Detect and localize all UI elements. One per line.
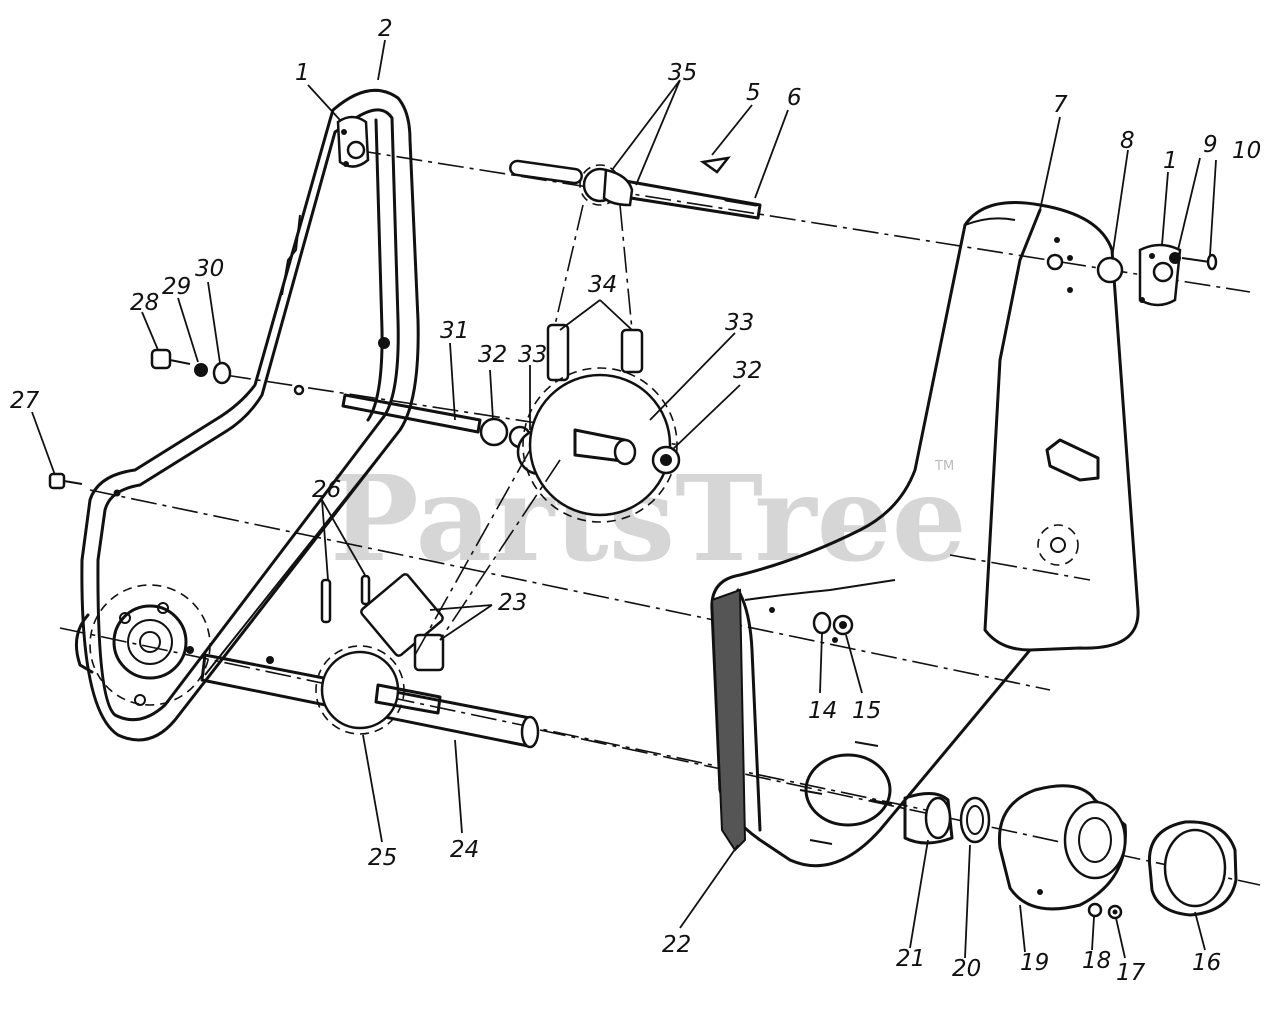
callout-27: 27 [10, 388, 40, 414]
left-housing [74, 88, 420, 742]
lower-drive [320, 449, 561, 672]
callout-14: 14 [808, 698, 837, 724]
callout-labels: 1 2 35 5 6 7 8 1 9 10 34 33 31 32 33 32 … [10, 16, 1261, 986]
callout-18: 18 [1082, 948, 1111, 974]
callout-34: 34 [588, 272, 617, 298]
upper-shaft-assembly [509, 156, 762, 220]
right-housing [710, 201, 1140, 895]
callout-33-large: 33 [725, 310, 754, 336]
callout-29: 29 [162, 274, 191, 300]
callout-21: 21 [896, 946, 925, 972]
callout-28: 28 [130, 290, 159, 316]
callout-15: 15 [852, 698, 881, 724]
left-fasteners [48, 348, 232, 490]
callout-19: 19 [1020, 950, 1049, 976]
leader-lines [31, 39, 1217, 959]
gasket [710, 588, 747, 852]
callout-1-right: 1 [1163, 148, 1178, 174]
callout-23: 23 [498, 590, 527, 616]
callout-25: 25 [368, 845, 397, 871]
callout-32-right: 32 [733, 358, 762, 384]
callout-31: 31 [440, 318, 469, 344]
callout-7: 7 [1053, 92, 1068, 118]
callout-26: 26 [312, 477, 341, 503]
callout-22: 22 [662, 932, 691, 958]
callout-6: 6 [787, 85, 802, 111]
callout-10: 10 [1232, 138, 1261, 164]
callout-32-left: 32 [478, 342, 507, 368]
callout-9: 9 [1203, 132, 1218, 158]
watermark-tm: TM [934, 459, 954, 474]
callout-30: 30 [195, 256, 224, 282]
callout-2: 2 [378, 16, 393, 42]
callout-16: 16 [1192, 950, 1221, 976]
callout-20: 20 [952, 956, 981, 982]
callout-17: 17 [1116, 960, 1146, 986]
intermediate-shaft-assembly [341, 367, 681, 523]
callout-33-small: 33 [518, 342, 547, 368]
right-small-parts [812, 243, 1218, 636]
callout-35: 35 [668, 60, 697, 86]
callout-24: 24 [450, 837, 479, 863]
callout-8: 8 [1120, 128, 1135, 154]
tine-shaft-assembly [186, 645, 540, 749]
lower-right-assembly [903, 784, 1238, 920]
callout-1-left: 1 [295, 60, 310, 86]
callout-5: 5 [746, 80, 761, 106]
